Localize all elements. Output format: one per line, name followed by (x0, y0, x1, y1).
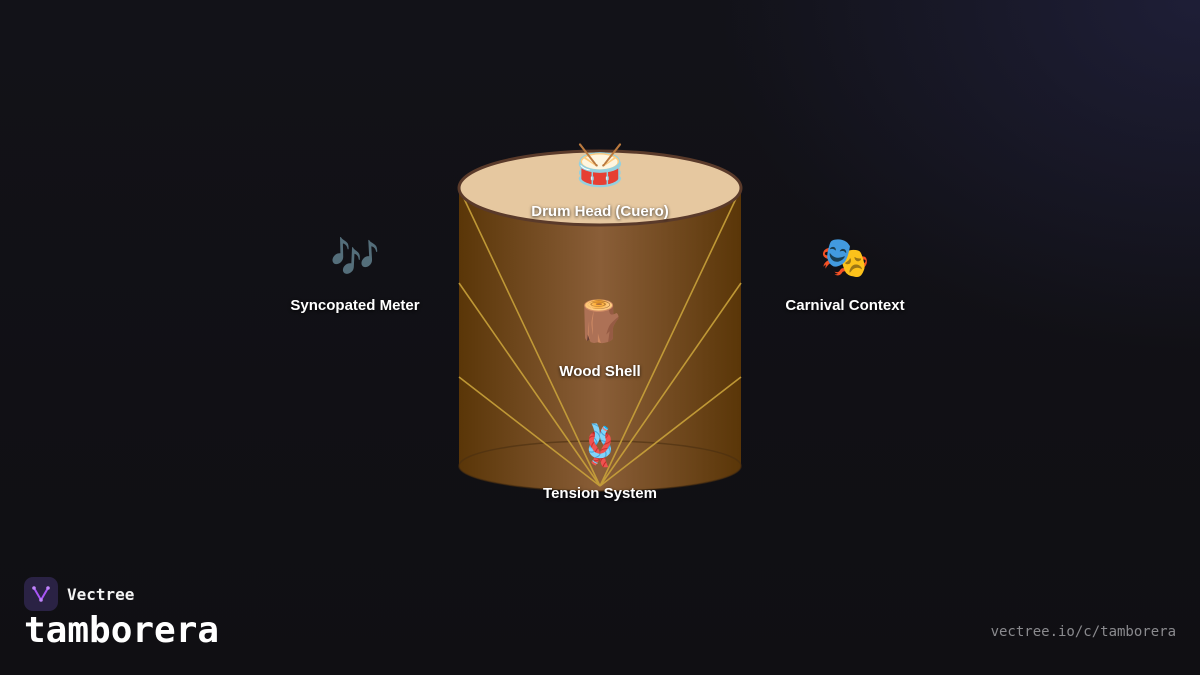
wood-log-icon: 🪵 (575, 299, 625, 345)
tension-rays (458, 187, 742, 487)
knot-icon: 🪢 (575, 423, 625, 469)
drum-shell-body (459, 188, 741, 491)
node-label-carnival-context: Carnival Context (785, 297, 905, 314)
theater-masks-icon: 🎭 (820, 235, 870, 281)
brand-name: Vectree (67, 584, 135, 604)
node-label-syncopated-meter: Syncopated Meter (290, 297, 420, 314)
brand: Vectree (24, 577, 134, 611)
music-notes-icon: 🎶 (330, 235, 380, 281)
drum-bottom-rim (458, 440, 742, 492)
node-label-tension-system: Tension System (543, 485, 657, 502)
page-title: tamborera (24, 610, 220, 651)
drum-head-surface (457, 149, 743, 227)
node-label-wood-shell: Wood Shell (559, 363, 641, 380)
node-label-drum-head: Drum Head (Cuero) (531, 203, 669, 220)
source-url[interactable]: vectree.io/c/tamborera (990, 624, 1176, 640)
vectree-logo-icon (24, 577, 58, 611)
drum-icon: 🥁 (575, 143, 625, 189)
